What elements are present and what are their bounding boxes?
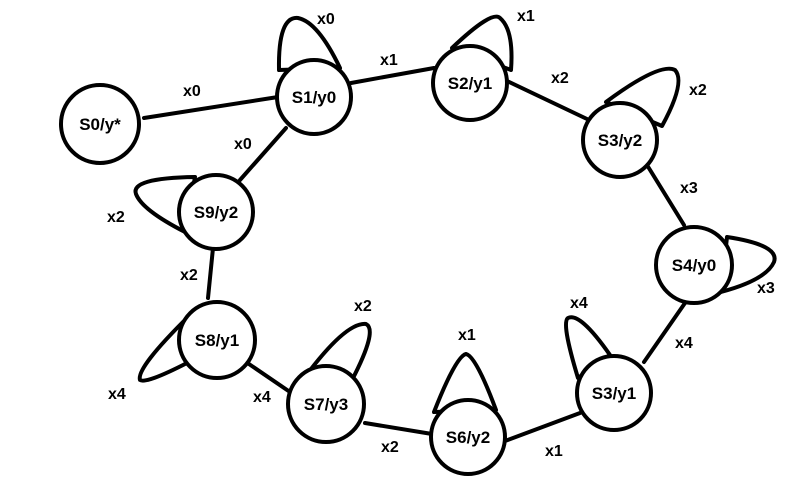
transition-s4-s3b [642,301,687,364]
state-label: S3/y1 [592,384,636,403]
state-label: S3/y2 [598,131,642,150]
state-label: S2/y1 [448,74,492,93]
state-label: S0/y* [79,115,121,134]
self-loop-s1 [276,15,342,72]
state-label: S7/y3 [304,395,348,414]
state-label: S1/y0 [292,88,336,107]
self-loop-label-s2: x1 [517,8,535,25]
transition-label-s7-s8: x4 [253,389,271,406]
transitions [142,66,687,443]
transition-label-s3a-s4: x3 [680,180,698,197]
transition-s2-s3a [503,78,589,121]
transition-s3a-s4 [645,163,686,227]
self-loop-s6 [432,352,498,414]
state-s0: S0/y* [59,83,141,165]
self-loop-s8 [137,313,192,383]
state-s6: S6/y2 [429,398,507,476]
state-s3a: S3/y2 [581,101,659,179]
state-s2: S2/y1 [431,44,509,122]
self-loop-label-s9: x2 [107,209,125,226]
transition-s8-s9 [206,246,215,300]
transition-s3b-s6 [503,411,582,443]
self-loop-s2 [450,14,514,72]
state-label: S9/y2 [194,203,238,222]
self-loop-label-s3b: x4 [570,295,588,312]
transition-s7-s8 [244,360,292,394]
transition-label-s6-s7: x2 [381,439,399,456]
state-label: S4/y0 [672,256,716,275]
state-s4: S4/y0 [654,225,734,305]
state-label: S6/y2 [446,428,490,447]
self-loop-label-s8: x4 [108,386,126,403]
state-label: S8/y1 [195,331,239,350]
state-s9: S9/y2 [177,173,255,251]
states: S0/y* S1/y0 S2/y1 S3/y2 S4/y0 S3/y1 S6/y… [59,44,734,476]
self-loop-label-s1: x0 [317,11,335,28]
self-loop-labels: x0 x1 x2 x3 x4 x1 x2 x4 x2 [107,8,775,403]
self-loop-s3b [564,315,612,380]
self-loop-label-s7: x2 [354,298,372,315]
transition-labels: x0 x1 x2 x3 x4 x1 x2 x4 x2 x0 [180,52,698,460]
self-loop-s4 [719,235,777,294]
transition-label-s4-s3b: x4 [675,335,693,352]
state-s7: S7/y3 [286,364,366,444]
transition-label-s8-s9: x2 [180,267,198,284]
transition-s1-s2 [349,66,436,85]
self-loops [133,14,777,414]
state-s8: S8/y1 [177,300,257,380]
transition-label-s0-s1: x0 [183,83,201,100]
state-s1: S1/y0 [275,58,353,136]
transition-s6-s7 [363,421,434,436]
self-loop-label-s6: x1 [458,327,476,344]
self-loop-label-s4: x3 [757,280,775,297]
self-loop-s7 [303,321,372,382]
transition-s9-s1 [238,126,288,182]
self-loop-s9 [133,175,197,234]
self-loop-s3a [604,66,681,128]
transition-label-s2-s3a: x2 [551,70,569,87]
transition-label-s9-s1: x0 [234,136,252,153]
self-loop-label-s3a: x2 [689,82,707,99]
transition-label-s3b-s6: x1 [545,443,563,460]
transition-label-s1-s2: x1 [380,52,398,69]
transition-s0-s1 [142,95,280,120]
state-s3b: S3/y1 [575,354,653,432]
